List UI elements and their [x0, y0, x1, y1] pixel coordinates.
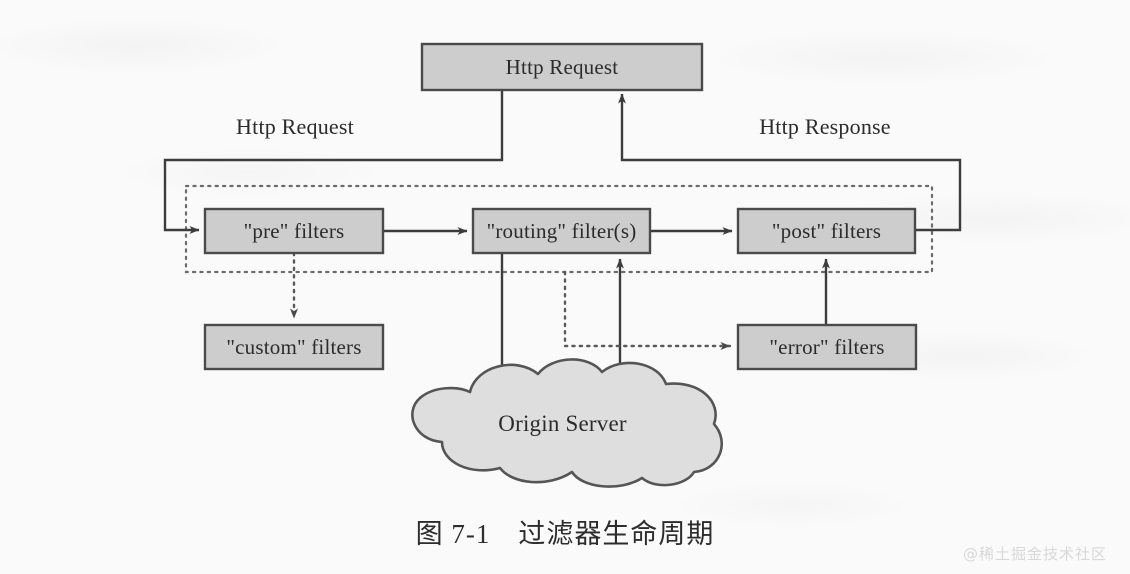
- http-request-box-label: Http Request: [505, 54, 619, 79]
- post-filters-shape: [736, 207, 917, 255]
- origin-server-label: Origin Server: [498, 411, 627, 436]
- error-filters-shape: [736, 323, 918, 371]
- edge-post-to-request: [618, 93, 962, 232]
- http-response-flow-label: Http Response: [759, 114, 891, 139]
- routing-filters-label: "routing" filter(s): [486, 218, 637, 243]
- error-filters-label: "error" filters: [769, 334, 885, 359]
- edge-request-to-pre: [163, 90, 504, 234]
- pre-filters-shape: [203, 207, 385, 255]
- http-request-flow-label: Http Request: [236, 114, 354, 139]
- origin-server-cloud-shape: [411, 358, 723, 488]
- post-filters-label: "post" filters: [771, 218, 882, 243]
- figure-caption: 图 7-1 过滤器生命周期: [415, 519, 715, 549]
- custom-filters-shape: [203, 323, 385, 371]
- edge-boundary-to-error: [563, 270, 732, 350]
- http-request-box-shape: [420, 42, 704, 92]
- watermark: @稀土掘金技术社区: [963, 545, 1108, 563]
- custom-filters-label: "custom" filters: [226, 334, 362, 359]
- pre-filters-label: "pre" filters: [243, 218, 345, 243]
- routing-filters-shape: [471, 207, 652, 255]
